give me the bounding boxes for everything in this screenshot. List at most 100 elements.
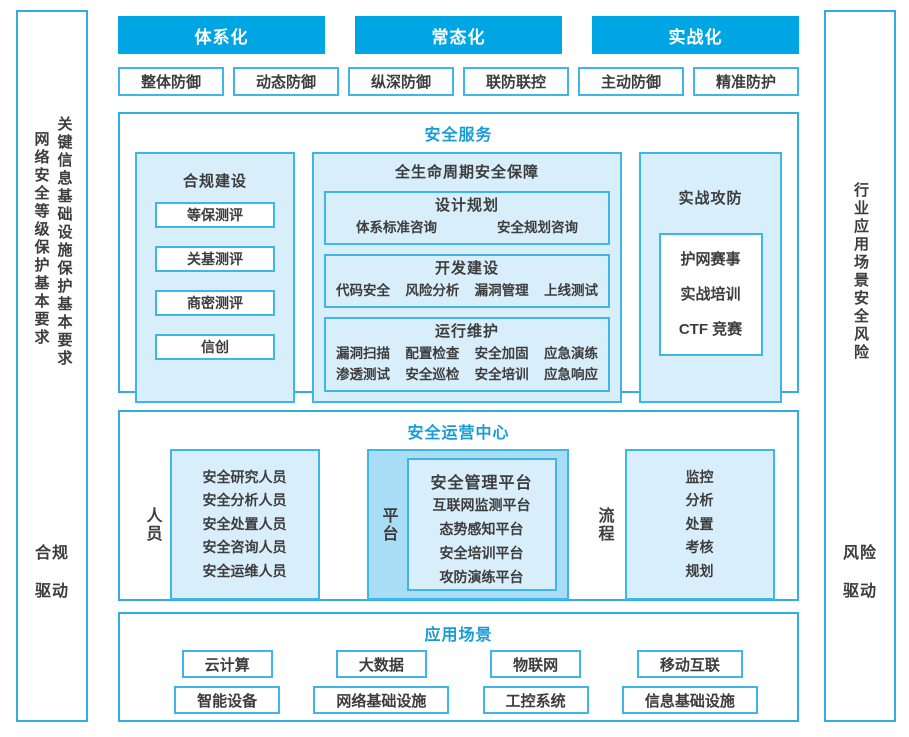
security-services-title: 安全服务 bbox=[424, 127, 493, 144]
ops-item-pentest: 渗透测试 bbox=[336, 367, 390, 382]
strategy-button-row: 体系化 常态化 实战化 bbox=[118, 16, 799, 54]
security-services-panels: 合规建设 等保测评 关基测评 商密测评 信创 全生命周期安全保障 设计规划 体系… bbox=[120, 145, 797, 416]
risk-driven-line2: 驱动 bbox=[842, 583, 877, 600]
personnel-consulting: 安全咨询人员 bbox=[202, 539, 287, 556]
dev-item-vuln-management: 漏洞管理 bbox=[474, 283, 529, 298]
stage-operation-row1: 漏洞扫描 配置检查 安全加固 应急演练 bbox=[332, 343, 602, 364]
stage-development: 开发建设 代码安全 风险分析 漏洞管理 上线测试 bbox=[324, 254, 610, 308]
left-sidebar-compliance-requirements: 关键信息基础设施保护基本要求 网络安全等级保护基本要求 合规 驱动 bbox=[16, 10, 88, 722]
defense-active: 主动防御 bbox=[578, 67, 684, 96]
panel-platform: 平台 安全管理平台 互联网监测平台 态势感知平台 安全培训平台 攻防演练平台 bbox=[366, 449, 569, 600]
center-column: 体系化 常态化 实战化 整体防御 动态防御 纵深防御 联防联控 主动防御 精准防… bbox=[118, 10, 799, 722]
combat-item-practical-training: 实战培训 bbox=[680, 286, 741, 303]
panel-process: 监控 分析 处置 考核 规划 bbox=[624, 449, 775, 600]
personnel-label: 人员 bbox=[143, 506, 161, 543]
ops-item-config-check: 配置检查 bbox=[405, 346, 460, 361]
ops-item-hardening: 安全加固 bbox=[474, 346, 529, 361]
process-analysis: 分析 bbox=[685, 492, 714, 509]
dev-item-risk-analysis: 风险分析 bbox=[405, 283, 460, 298]
operations-center-title: 安全运营中心 bbox=[407, 425, 510, 442]
process-monitoring: 监控 bbox=[685, 468, 714, 485]
strategy-practical: 实战化 bbox=[592, 16, 799, 54]
compliance-driven-line1: 合规 bbox=[34, 545, 69, 562]
personnel-operations: 安全运维人员 bbox=[202, 562, 287, 579]
stage-development-row: 代码安全 风险分析 漏洞管理 上线测试 bbox=[332, 280, 602, 301]
dev-item-launch-testing: 上线测试 bbox=[543, 283, 598, 298]
compliance-item-xinchuang: 信创 bbox=[155, 334, 275, 360]
strategy-normalized: 常态化 bbox=[355, 16, 562, 54]
defense-capability-row: 整体防御 动态防御 纵深防御 联防联控 主动防御 精准防护 bbox=[118, 67, 799, 96]
process-disposal: 处置 bbox=[685, 515, 714, 532]
app-information-infrastructure: 信息基础设施 bbox=[621, 686, 758, 714]
personnel-research: 安全研究人员 bbox=[202, 468, 287, 485]
left-sidebar-text-critical-infrastructure: 关键信息基础设施保护基本要求 bbox=[55, 116, 73, 368]
stage-development-title: 开发建设 bbox=[434, 260, 499, 277]
design-item-standard-consulting: 体系标准咨询 bbox=[356, 220, 437, 235]
application-scenarios-grid: 云计算 大数据 物联网 移动互联 智能设备 网络基础设施 工控系统 信息基础设施 bbox=[120, 645, 797, 726]
ops-item-incident-response: 应急响应 bbox=[543, 367, 598, 382]
left-sidebar-driver-label: 合规 驱动 bbox=[18, 539, 86, 615]
app-smart-devices: 智能设备 bbox=[174, 686, 281, 714]
stage-design-row: 体系标准咨询 安全规划咨询 bbox=[332, 217, 602, 238]
stage-operation-maintenance: 运行维护 漏洞扫描 配置检查 安全加固 应急演练 渗透测试 安全巡检 安全培训 … bbox=[324, 317, 610, 392]
process-assessment: 考核 bbox=[685, 539, 714, 556]
app-iot: 物联网 bbox=[490, 650, 582, 678]
platform-inner-box: 安全管理平台 互联网监测平台 态势感知平台 安全培训平台 攻防演练平台 bbox=[406, 458, 557, 591]
platform-training: 安全培训平台 bbox=[439, 545, 524, 561]
defense-in-depth: 纵深防御 bbox=[348, 67, 454, 96]
stage-design-planning: 设计规划 体系标准咨询 安全规划咨询 bbox=[324, 191, 610, 245]
right-sidebar-vertical-text: 行业应用场景安全风险 bbox=[848, 182, 872, 362]
right-sidebar-driver-label: 风险 驱动 bbox=[826, 539, 894, 615]
app-cloud-computing: 云计算 bbox=[181, 650, 273, 678]
section-application-scenarios: 应用场景 云计算 大数据 物联网 移动互联 智能设备 网络基础设施 工控系统 信… bbox=[118, 612, 799, 722]
defense-dynamic: 动态防御 bbox=[233, 67, 339, 96]
platform-internet-monitoring: 互联网监测平台 bbox=[432, 497, 531, 513]
personnel-analysis: 安全分析人员 bbox=[202, 492, 287, 509]
combat-item-hw-events: 护网赛事 bbox=[680, 251, 741, 268]
compliance-item-critical-eval: 关基测评 bbox=[155, 246, 275, 272]
stage-design-title: 设计规划 bbox=[434, 197, 499, 214]
panel-personnel: 安全研究人员 安全分析人员 安全处置人员 安全咨询人员 安全运维人员 bbox=[169, 449, 320, 600]
right-sidebar-industry-risk: 行业应用场景安全风险 风险 驱动 bbox=[824, 10, 896, 722]
ops-item-emergency-drill: 应急演练 bbox=[543, 346, 598, 361]
lifecycle-title: 全生命周期安全保障 bbox=[394, 164, 539, 181]
platform-situational-awareness: 态势感知平台 bbox=[439, 521, 524, 537]
left-sidebar-vertical-text: 关键信息基础设施保护基本要求 网络安全等级保护基本要求 bbox=[29, 116, 76, 368]
platform-attack-defense-drill: 攻防演练平台 bbox=[439, 569, 524, 585]
stage-operation-row2: 渗透测试 安全巡检 安全培训 应急响应 bbox=[332, 364, 602, 385]
design-item-planning-consulting: 安全规划咨询 bbox=[497, 220, 578, 235]
defense-precise: 精准防护 bbox=[693, 67, 799, 96]
combat-title: 实战攻防 bbox=[678, 190, 743, 207]
compliance-item-crypto-eval: 商密测评 bbox=[155, 290, 275, 316]
section-security-services: 安全服务 合规建设 等保测评 关基测评 商密测评 信创 全生命周期安全保障 设计… bbox=[118, 112, 799, 403]
app-big-data: 大数据 bbox=[335, 650, 427, 678]
panel-lifecycle-security: 全生命周期安全保障 设计规划 体系标准咨询 安全规划咨询 开发建设 代码安全 风… bbox=[312, 152, 622, 403]
process-planning: 规划 bbox=[685, 562, 714, 579]
ops-item-training: 安全培训 bbox=[474, 367, 529, 382]
ops-item-inspection: 安全巡检 bbox=[405, 367, 460, 382]
defense-overall: 整体防御 bbox=[118, 67, 224, 96]
compliance-driven-line2: 驱动 bbox=[34, 583, 69, 600]
compliance-title: 合规建设 bbox=[182, 173, 247, 190]
compliance-item-level-eval: 等保测评 bbox=[155, 202, 275, 228]
platform-label: 平台 bbox=[379, 506, 397, 543]
platform-management-title: 安全管理平台 bbox=[430, 475, 533, 492]
app-mobile-internet: 移动互联 bbox=[636, 650, 743, 678]
process-label: 流程 bbox=[595, 506, 613, 543]
panel-compliance-construction: 合规建设 等保测评 关基测评 商密测评 信创 bbox=[135, 152, 295, 403]
operations-center-content: 人员 安全研究人员 安全分析人员 安全处置人员 安全咨询人员 安全运维人员 平台… bbox=[120, 443, 797, 619]
right-sidebar-text-industry-scenario-risk: 行业应用场景安全风险 bbox=[852, 182, 869, 362]
app-industrial-control: 工控系统 bbox=[482, 686, 589, 714]
left-sidebar-text-classified-protection: 网络安全等级保护基本要求 bbox=[32, 131, 50, 347]
app-network-infrastructure: 网络基础设施 bbox=[313, 686, 450, 714]
strategy-systematic: 体系化 bbox=[118, 16, 325, 54]
stage-operation-title: 运行维护 bbox=[434, 323, 499, 340]
combat-items-box: 护网赛事 实战培训 CTF 竞赛 bbox=[658, 233, 763, 356]
personnel-disposal: 安全处置人员 bbox=[202, 515, 287, 532]
application-scenarios-title: 应用场景 bbox=[424, 627, 493, 644]
panel-combat-offense-defense: 实战攻防 护网赛事 实战培训 CTF 竞赛 bbox=[639, 152, 782, 403]
defense-joint-control: 联防联控 bbox=[463, 67, 569, 96]
combat-item-ctf: CTF 竞赛 bbox=[678, 321, 743, 338]
section-security-operations-center: 安全运营中心 人员 安全研究人员 安全分析人员 安全处置人员 安全咨询人员 安全… bbox=[118, 410, 799, 601]
